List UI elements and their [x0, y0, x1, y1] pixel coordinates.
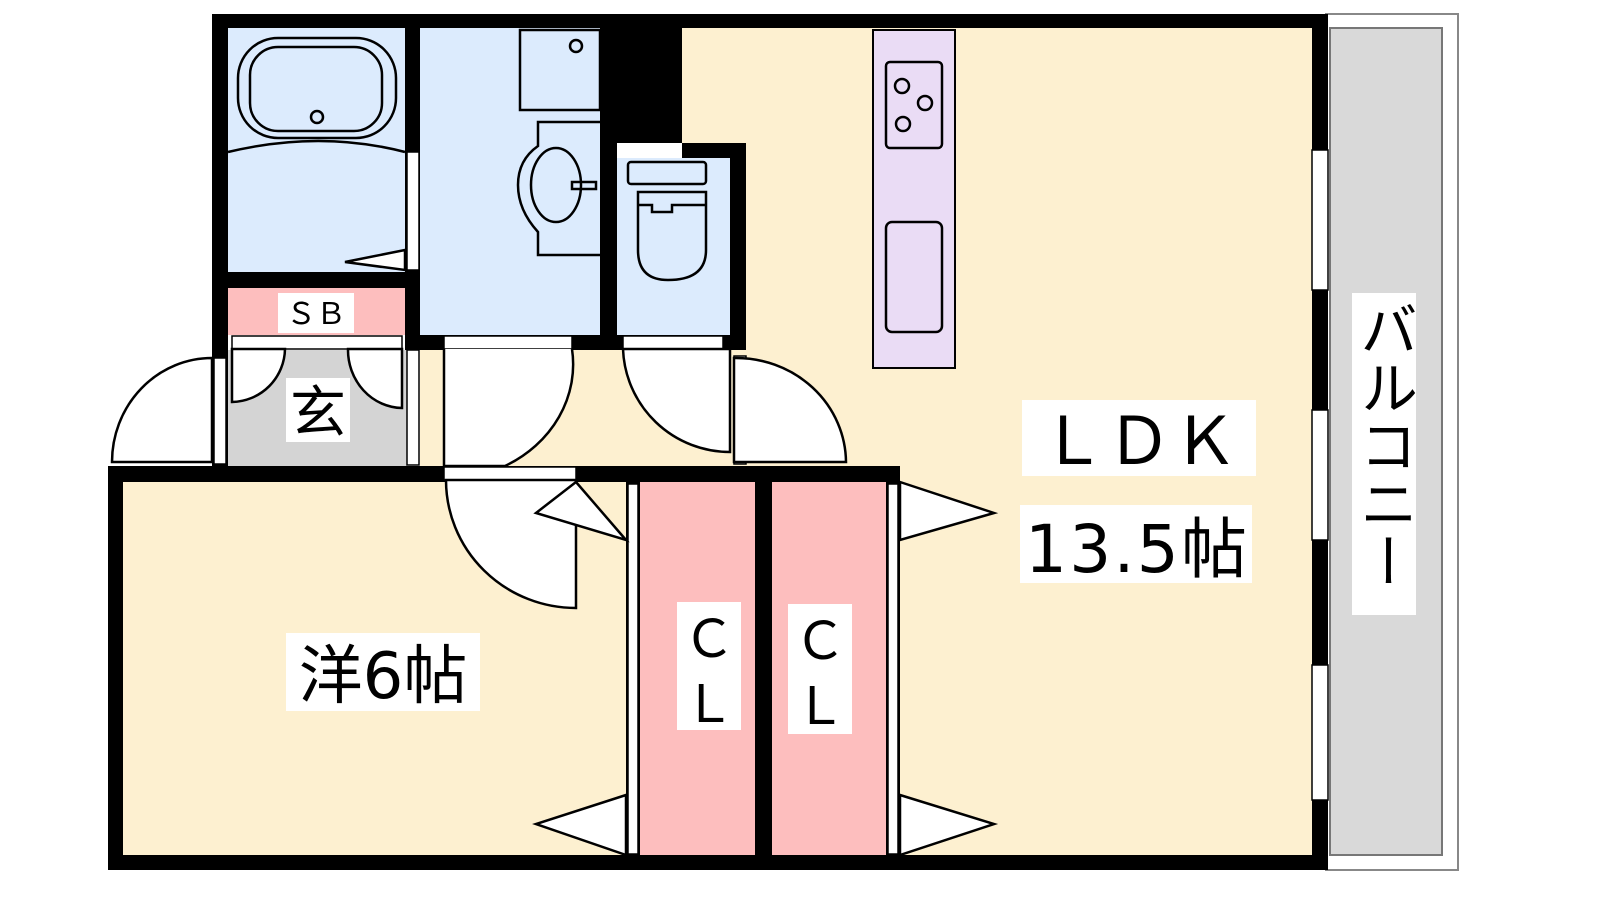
door-swings: [110, 248, 999, 857]
openings: [213, 149, 1329, 855]
western-room-label: 洋6帖: [299, 640, 468, 714]
closet-1-label-c: Ｃ: [683, 610, 735, 670]
kitchen-counter: [872, 29, 956, 369]
closet-2-label-l: Ｌ: [794, 677, 846, 737]
stove-icon: [884, 60, 944, 150]
ldk-size: 13.5帖: [1025, 511, 1247, 588]
kitchen-sink-icon: [884, 220, 944, 334]
closet-1-label-l: Ｌ: [683, 675, 735, 735]
balcony-label: バルコニー: [1350, 300, 1418, 590]
washroom-floor: [420, 28, 600, 335]
toilet-icon: [626, 160, 708, 282]
washing-machine-icon: [518, 28, 602, 112]
ldk-label: ＬＤＫ: [1040, 403, 1238, 480]
shoebox-label: ＳＢ: [286, 297, 346, 332]
toilet-floor: [617, 158, 730, 335]
bathroom-floor: [228, 28, 407, 272]
entrance-label: 玄: [290, 381, 346, 446]
bathtub-icon: [227, 36, 406, 154]
sink-icon: [516, 120, 600, 257]
closet-2-label-c: Ｃ: [794, 612, 846, 672]
